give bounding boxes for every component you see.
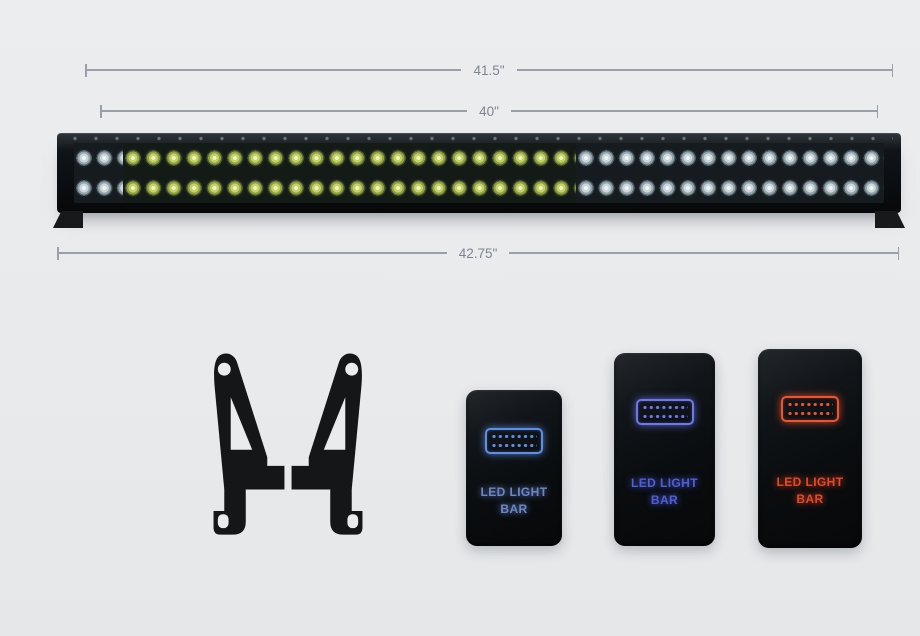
switch-label-line2: BAR [500,501,528,516]
dimension-tick [100,104,102,118]
push-switch-red: LED LIGHT BAR [758,349,862,548]
led-icon-dot-row [491,435,537,439]
switch-label-line2: BAR [796,491,824,506]
dimension-tick [85,63,87,77]
dimension-label: 40" [479,103,499,119]
mounting-bracket-left [213,353,285,535]
led-icon-dot-row [491,443,537,447]
dimension-line [101,110,468,112]
switch-label: LED LIGHT BAR [777,474,844,508]
dimension-label: 41.5" [473,62,505,78]
led-icon-dot-row [641,414,688,418]
switch-label-line1: LED LIGHT [776,475,844,489]
led-icon-dot-row [787,411,833,415]
dimension-line [516,69,892,71]
dimension-line [58,252,447,254]
switch-label: LED LIGHT BAR [631,475,698,509]
switch-label: LED LIGHT BAR [481,484,548,518]
switch-label-line2: BAR [650,492,679,507]
led-bar-icon [485,428,543,454]
light-bar-mount-foot-right [875,211,905,228]
light-bar-mount-foot-left [53,211,83,228]
led-segment-silver [576,143,884,203]
mounting-bracket-right [291,353,363,535]
dimension-line [86,69,462,71]
dimension-line [510,110,877,112]
led-icon-dot-row [641,406,688,410]
led-segment-silver [74,143,123,203]
dimension-tick [891,63,894,77]
light-bar-rivets [65,135,893,142]
dimension-line-mount: 40" [100,103,878,119]
push-switch-violet: LED LIGHT BAR [614,353,715,546]
dimension-tick [897,246,900,260]
dimension-line-total: 42.75" [57,245,900,261]
led-bar-icon [635,399,694,425]
dimension-label: 42.75" [458,245,498,261]
switch-label-line1: LED LIGHT [480,485,548,499]
light-bar-housing [57,133,901,213]
led-bar-icon [781,396,839,422]
dimension-tick [57,246,59,260]
push-switch-blue: LED LIGHT BAR [466,390,562,546]
led-light-bar [53,133,905,228]
dimension-tick [876,104,878,118]
dimension-line-overall: 41.5" [85,62,894,78]
led-lens-array [74,143,884,203]
dimension-line [509,252,898,254]
led-segment-yellow [122,143,577,203]
led-icon-dot-row [787,403,833,407]
switch-label-line1: LED LIGHT [631,476,698,490]
